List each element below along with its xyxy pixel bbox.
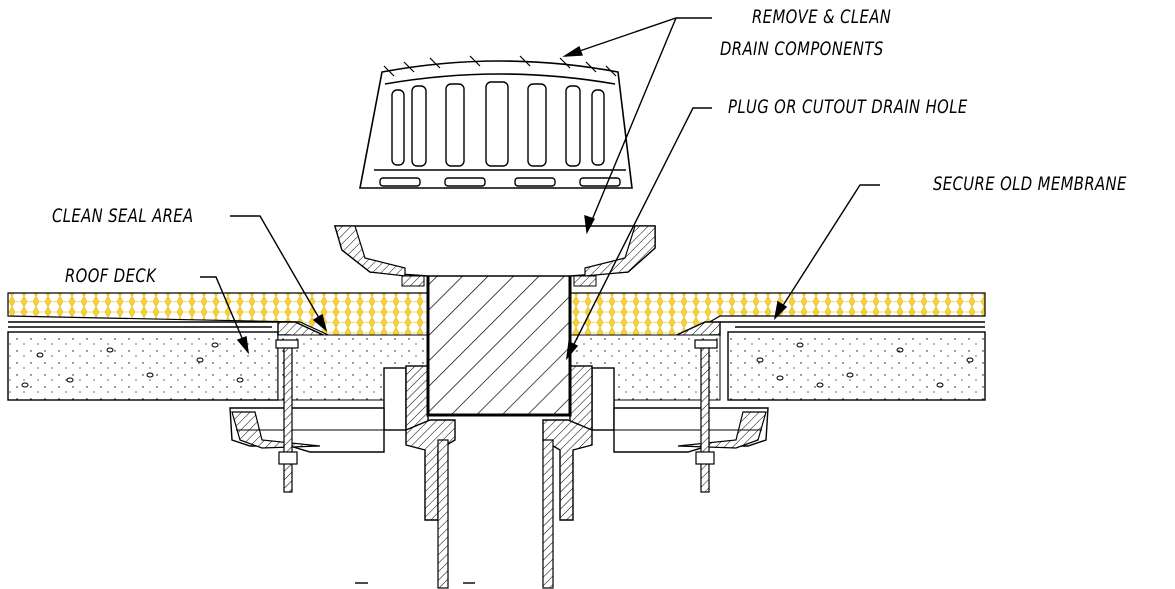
drain-clamp-ring [333,225,656,287]
underdeck-clamp [229,407,769,453]
old-membrane [8,321,985,328]
drain-body [277,321,721,431]
anchor-bolt [275,339,718,493]
label-clean-seal: CLEAN SEAL AREA [52,205,194,227]
drain-plug [426,273,572,417]
label-remove-clean-line2: DRAIN COMPONENTS [720,38,884,60]
drain-dome [359,55,633,189]
label-secure-membrane: SECURE OLD MEMBRANE [933,173,1127,195]
leader-lines [200,17,880,361]
drain-pipe [355,419,593,589]
label-roof-deck: ROOF DECK [65,265,157,287]
label-plug-cutout: PLUG OR CUTOUT DRAIN HOLE [728,96,968,118]
label-remove-clean-line1: REMOVE & CLEAN [752,6,892,28]
concrete-roof-deck [7,331,986,401]
